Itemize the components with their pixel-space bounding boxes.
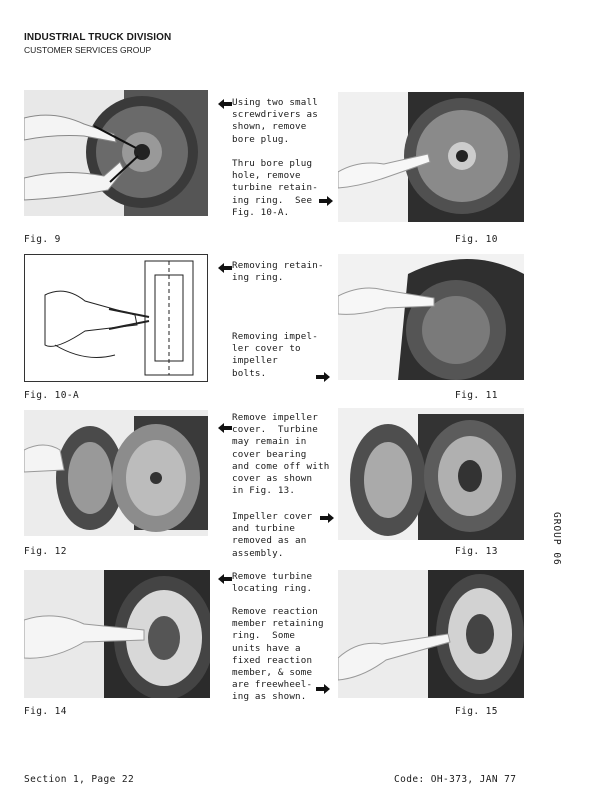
fig-11-image — [338, 254, 524, 380]
instruction-locating-ring: Remove turbine locating ring. — [232, 571, 313, 595]
instruction-impeller-bolts: Removing impel- ler cover to impeller bo… — [232, 331, 318, 379]
fig-12-photo — [24, 410, 208, 536]
instruction-turbine-ring: Thru bore plug hole, remove turbine reta… — [232, 158, 318, 218]
footer-section-page: Section 1, Page 22 — [24, 774, 135, 785]
fig-10a-image — [44, 260, 194, 376]
caption-fig-10: Fig. 10 — [455, 234, 498, 245]
arrow-right-icon — [316, 372, 330, 382]
fig-14-photo — [24, 570, 210, 698]
caption-fig-13: Fig. 13 — [455, 546, 498, 557]
arrow-left-icon — [218, 99, 232, 109]
caption-fig-10a: Fig. 10-A — [24, 390, 80, 401]
arrow-right-icon — [320, 513, 334, 523]
fig-10a-drawing — [24, 254, 208, 382]
fig-10-image — [338, 92, 524, 222]
division-title: INDUSTRIAL TRUCK DIVISION — [24, 32, 172, 43]
fig-9-image — [24, 90, 208, 216]
arrow-left-icon — [218, 263, 232, 273]
fig-10-photo — [338, 92, 524, 222]
arrow-right-icon — [316, 684, 330, 694]
group-subtitle: CUSTOMER SERVICES GROUP — [24, 45, 152, 55]
fig-11-photo — [338, 254, 524, 380]
fig-15-photo — [338, 570, 524, 698]
instruction-remove-impeller-cover: Remove impeller cover. Turbine may remai… — [232, 412, 330, 497]
footer-code: Code: OH-373, JAN 77 — [394, 774, 517, 785]
group-side-label: GROUP 06 — [551, 512, 562, 566]
caption-fig-12: Fig. 12 — [24, 546, 67, 557]
caption-fig-9: Fig. 9 — [24, 234, 61, 245]
caption-fig-14: Fig. 14 — [24, 706, 67, 717]
caption-fig-11: Fig. 11 — [455, 390, 498, 401]
fig-14-image — [24, 570, 210, 698]
arrow-right-icon — [319, 196, 333, 206]
instruction-reaction-member: Remove reaction member retaining ring. S… — [232, 606, 324, 703]
fig-13-photo — [338, 408, 524, 540]
fig-13-image — [338, 408, 524, 540]
instruction-bore-plug: Using two small screwdrivers as shown, r… — [232, 97, 318, 145]
fig-9-photo — [24, 90, 208, 216]
caption-fig-15: Fig. 15 — [455, 706, 498, 717]
fig-15-image — [338, 570, 524, 698]
instruction-assembly: Impeller cover and turbine removed as an… — [232, 511, 313, 559]
instruction-removing-ring: Removing retain- ing ring. — [232, 260, 324, 284]
fig-12-image — [24, 410, 208, 536]
arrow-left-icon — [218, 423, 232, 433]
arrow-left-icon — [218, 574, 232, 584]
